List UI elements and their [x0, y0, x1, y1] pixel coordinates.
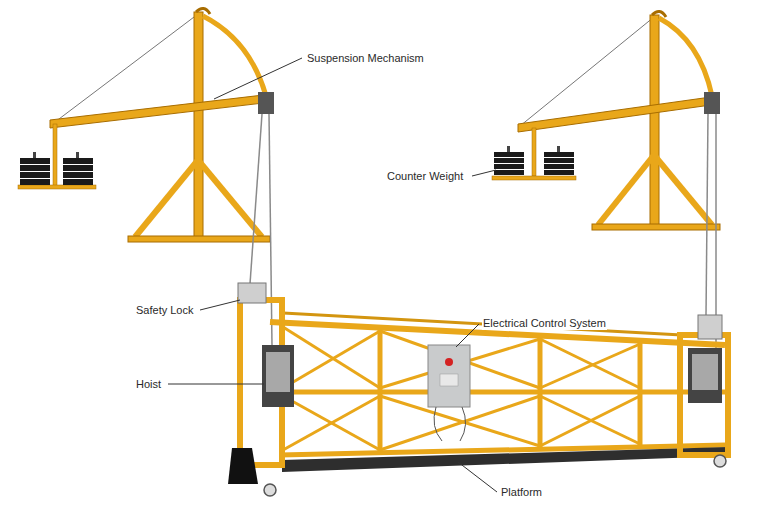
hoist [688, 348, 722, 403]
counter-weight [63, 158, 93, 164]
suspension-mechanism [258, 92, 274, 114]
hoist [266, 352, 290, 392]
leader-line [456, 324, 479, 347]
counter-weight [494, 158, 524, 163]
part-label: Suspension Mechanism [306, 51, 425, 65]
part-label: Safety Lock [135, 303, 194, 317]
part-label: Electrical Control System [482, 316, 607, 330]
suspension-mechanism [715, 114, 717, 348]
suspension-mechanism [128, 236, 270, 242]
suspension-mechanism [650, 15, 659, 227]
counter-weight [492, 128, 576, 180]
part-label: Hoist [135, 377, 162, 391]
safety-lock [238, 283, 722, 339]
platform-cage [282, 447, 728, 472]
counter-weight [20, 179, 50, 185]
counter-weight [544, 152, 574, 157]
platform-cage [283, 396, 380, 450]
electrical-control-box [460, 407, 466, 441]
suspension-mechanism [198, 160, 262, 237]
suspension-mechanism [598, 155, 654, 225]
platform-cage [270, 390, 725, 395]
platform-cage [680, 335, 728, 455]
platform-cage [538, 335, 543, 449]
hoist [262, 345, 294, 407]
platform-cage [228, 300, 728, 496]
leader-line [168, 58, 497, 492]
platform-cage [638, 340, 643, 447]
counter-weight [494, 170, 524, 175]
hoist [692, 354, 718, 390]
suspension-mechanism [135, 160, 198, 237]
suspension-mechanism [654, 155, 712, 225]
hoist [262, 345, 722, 407]
suspension-mechanism [50, 94, 272, 128]
counter-weight [494, 152, 524, 157]
platform-cage [378, 327, 383, 453]
suspension-mechanism [706, 114, 708, 316]
counter-weight [494, 164, 524, 169]
platform-cage [540, 339, 640, 388]
leader-line [168, 384, 264, 385]
counter-weight [492, 176, 576, 180]
leader-line [458, 462, 497, 492]
leader-line [214, 58, 302, 99]
counter-weight [63, 165, 93, 171]
suspension-mechanism [203, 16, 266, 96]
leader-line [472, 170, 496, 176]
safety-lock [238, 283, 266, 303]
electrical-control-box [445, 358, 453, 366]
platform-cage [540, 396, 640, 446]
part-label: Platform [500, 485, 543, 499]
electrical-control-box [440, 374, 458, 386]
part-label: Counter Weight [386, 169, 464, 183]
suspension-mechanism [250, 114, 262, 284]
platform-cage [540, 344, 640, 388]
suspension-mechanism [194, 12, 203, 240]
counter-weight [18, 185, 96, 189]
counter-weight [20, 158, 50, 164]
leader-line [200, 300, 240, 310]
counter-weight [20, 165, 50, 171]
safety-lock [698, 315, 722, 339]
counter-weight [544, 158, 574, 163]
suspension-mechanism [50, 8, 274, 345]
suspension-mechanism [269, 114, 272, 345]
suspension-mechanism [518, 96, 718, 132]
suspension-mechanism [704, 92, 720, 114]
platform-cage [283, 396, 380, 450]
electrical-control-box [428, 345, 470, 441]
platform-cage [283, 327, 380, 388]
electrical-control-box [434, 407, 442, 441]
suspension-mechanism [659, 18, 712, 96]
counter-weight [544, 164, 574, 169]
electrical-control-box [428, 345, 470, 407]
platform-cage [283, 327, 640, 450]
counter-weight [532, 128, 536, 176]
platform-cage [264, 484, 276, 496]
counter-weight [63, 172, 93, 178]
platform-cage [228, 448, 258, 484]
suspension-mechanism [196, 8, 210, 14]
counter-weight [544, 170, 574, 175]
suspension-mechanism [592, 224, 720, 230]
platform-cage [283, 331, 380, 388]
counter-weight [20, 172, 50, 178]
suspension-mechanism [652, 11, 666, 17]
counter-weight [53, 124, 57, 186]
platform-cage [714, 455, 726, 467]
counter-weight [63, 179, 93, 185]
counter-weight [18, 124, 96, 189]
